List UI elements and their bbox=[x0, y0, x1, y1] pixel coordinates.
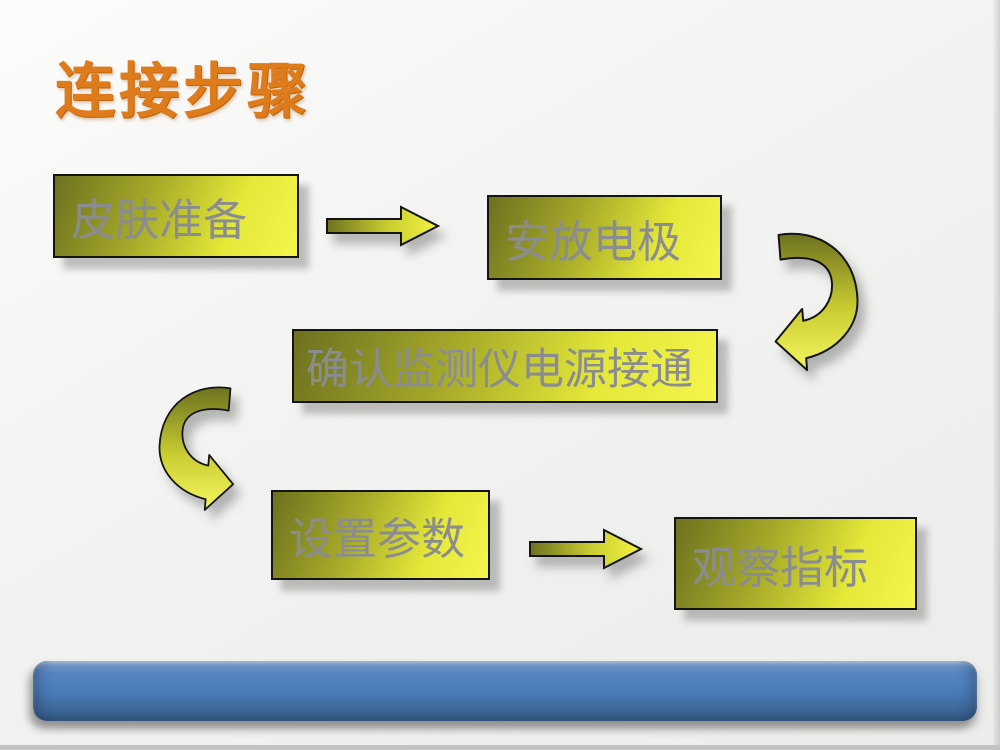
step-set-parameters: 设置参数 bbox=[271, 490, 490, 580]
page-title: 连接步骤 bbox=[55, 57, 311, 127]
bottom-accent-bar bbox=[33, 661, 977, 721]
step-observe-indicators: 观察指标 bbox=[674, 517, 917, 610]
bottom-edge-strip bbox=[0, 745, 1000, 750]
step-confirm-monitor-power: 确认监测仪电源接通 bbox=[292, 329, 718, 403]
step-place-electrodes: 安放电极 bbox=[487, 195, 722, 280]
step-place-electrodes-label: 安放电极 bbox=[505, 216, 681, 268]
step-confirm-monitor-power-label: 确认监测仪电源接通 bbox=[306, 345, 693, 395]
right-edge-strip bbox=[993, 0, 1000, 750]
step-skin-preparation-label: 皮肤准备 bbox=[71, 195, 247, 246]
arrow-right-icon bbox=[529, 528, 644, 570]
step-skin-preparation: 皮肤准备 bbox=[53, 174, 299, 258]
curved-arrow-clockwise-icon bbox=[774, 232, 859, 372]
step-set-parameters-label: 设置参数 bbox=[289, 514, 465, 565]
curved-arrow-counterclockwise-icon bbox=[158, 386, 235, 511]
step-observe-indicators-label: 观察指标 bbox=[692, 542, 868, 594]
arrow-right-icon bbox=[326, 205, 441, 247]
